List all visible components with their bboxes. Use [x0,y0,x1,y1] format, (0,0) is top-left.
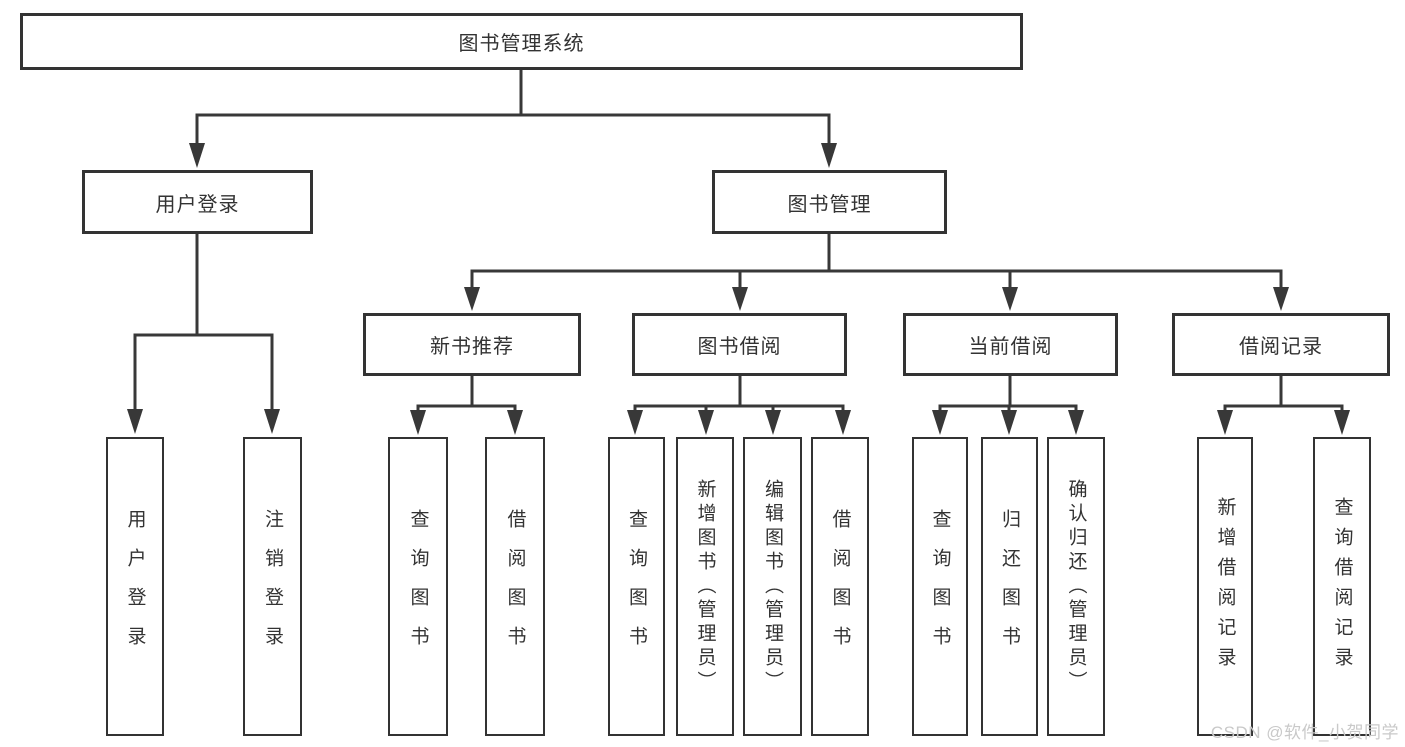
edge-root-split [195,67,831,150]
arrow-icon [1002,287,1018,311]
leaf-add-borrow-record: 新增借阅记录 [1197,437,1253,736]
leaf-edit-book-admin: 编辑图书（管理员） [743,437,802,736]
leaf-borrow-book-recommend: 借阅图书 [485,437,545,736]
edge-borrow-record-split [1223,374,1344,416]
node-current-borrow: 当前借阅 [903,313,1118,376]
arrow-icon [698,410,714,435]
arrow-icon [627,410,643,435]
leaf-return-book: 归还图书 [981,437,1038,736]
arrow-icon [821,143,837,168]
arrow-icon [1068,410,1084,435]
arrow-icon [1334,410,1350,435]
edge-new-book-split [416,374,517,416]
leaf-add-book-admin: 新增图书（管理员） [676,437,734,736]
arrow-icon [1217,410,1233,435]
leaf-query-book-recommend: 查询图书 [388,437,448,736]
node-new-book-recommend: 新书推荐 [363,313,581,376]
leaf-query-book-borrow: 查询图书 [608,437,665,736]
edge-book-borrow-split [633,374,845,416]
leaf-query-book-current: 查询图书 [912,437,968,736]
arrow-icon [464,287,480,311]
arrow-icon [732,287,748,311]
leaf-query-borrow-record: 查询借阅记录 [1313,437,1371,736]
node-book-management-system: 图书管理系统 [20,13,1023,70]
edge-user-login-split [133,232,274,414]
arrow-icon [410,410,426,435]
arrow-icon [1001,410,1017,435]
node-book-borrow: 图书借阅 [632,313,847,376]
node-book-management: 图书管理 [712,170,947,234]
arrow-icon [189,143,205,168]
leaf-user-login: 用户登录 [106,437,164,736]
leaf-borrow-book: 借阅图书 [811,437,869,736]
arrow-icon [765,410,781,435]
leaf-logout: 注销登录 [243,437,302,736]
edge-current-borrow-split [938,374,1078,416]
arrow-icon [1273,287,1289,311]
arrow-icon [127,409,143,434]
arrow-icon [264,409,280,434]
arrow-icon [932,410,948,435]
node-borrow-record: 借阅记录 [1172,313,1390,376]
arrowheads [127,143,1350,435]
csdn-watermark: CSDN @软件_小贺同学 [1210,723,1399,742]
edge-book-mgmt-split [470,232,1283,294]
node-user-login: 用户登录 [82,170,313,234]
arrow-icon [835,410,851,435]
leaf-confirm-return-admin: 确认归还（管理员） [1047,437,1105,736]
arrow-icon [507,410,523,435]
